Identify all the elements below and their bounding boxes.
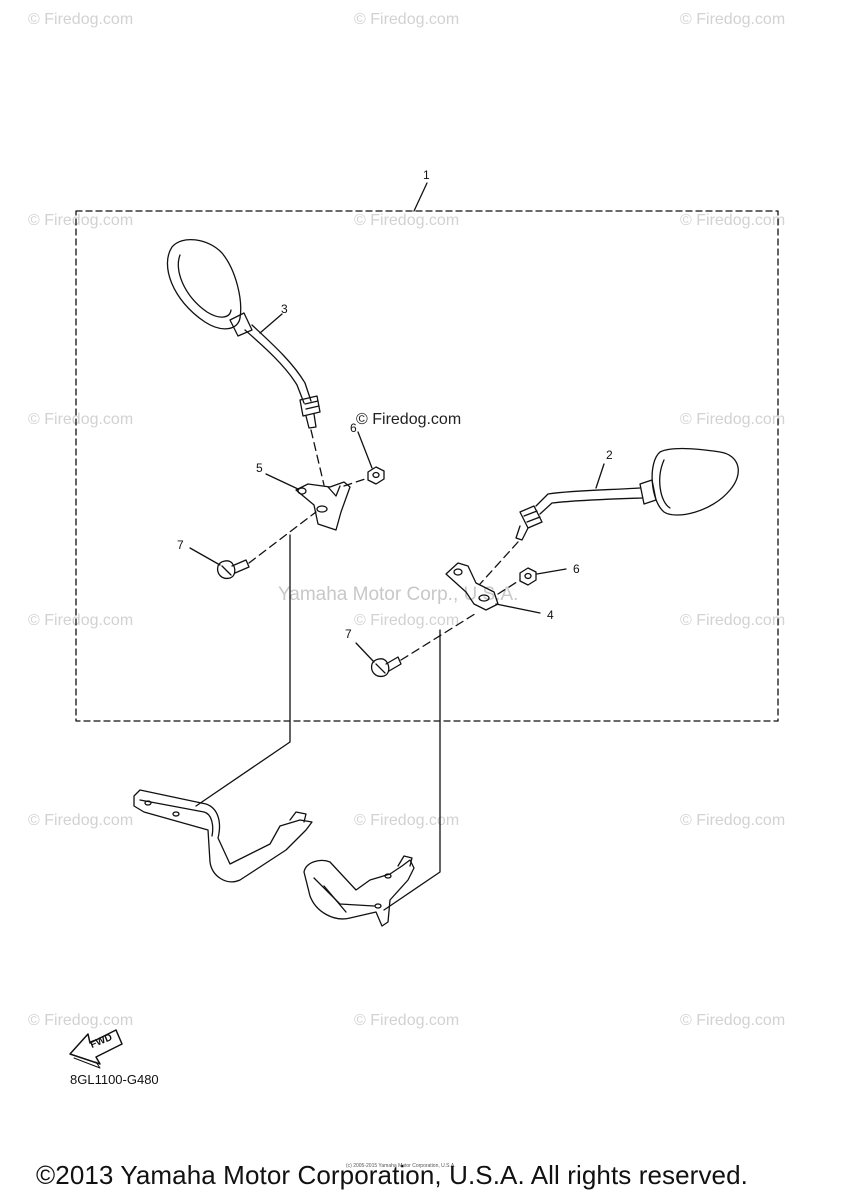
watermark: © Firedog.com [354,812,460,829]
watermark: © Firedog.com [28,812,134,829]
watermark: © Firedog.com [28,612,134,629]
tie-line-right [383,629,441,911]
watermark: © Firedog.com [354,1012,460,1029]
callout-7-left: 7 [177,538,184,552]
watermark: © Firedog.com [680,812,786,829]
leader-line-dash-right-nut [497,579,521,595]
callout-3: 3 [281,302,288,316]
assembly-boundary [75,210,779,722]
watermark: © Firedog.com [28,1012,134,1029]
right-nut [519,567,567,586]
fine-print: (c) 2005-2015 Yamaha Motor Corporation, … [346,1163,456,1169]
leader-line-1 [413,182,428,212]
callout-6-right: 6 [573,562,580,576]
watermark: © Firedog.com [28,411,134,428]
left-nut [357,431,385,485]
left-bolt [189,547,250,580]
copyright-notice: ©2013 Yamaha Motor Corporation, U.S.A. A… [36,1160,748,1190]
part-code: 8GL1100-G480 [70,1072,159,1087]
left-bracket [265,473,351,531]
leader-line-dash-left-nut [343,477,369,487]
tie-line-left [195,534,291,807]
callout-5: 5 [256,461,263,475]
callout-1: 1 [423,168,430,182]
watermark: © Firedog.com [680,612,786,629]
callout-7-right: 7 [345,627,352,641]
watermark: © Firedog.com [28,212,134,229]
callout-4: 4 [547,608,554,622]
watermark: © Firedog.com [680,411,786,428]
watermark: © Firedog.com [28,11,134,28]
watermark: © Firedog.com [680,11,786,28]
forward-arrow [69,1029,123,1069]
watermark: © Firedog.com [354,11,460,28]
watermark: © Firedog.com [680,1012,786,1029]
right-handlebar [303,855,415,927]
leader-line-dash-2 [479,541,519,585]
left-mirror [166,239,321,429]
inner-watermark: © Firedog.com [356,411,462,428]
watermark: © Firedog.com [680,212,786,229]
right-bolt [355,642,402,678]
left-handlebar [133,789,313,883]
watermark: © Firedog.com [354,212,460,229]
leader-line-dash-left-bolt [248,511,317,564]
callout-6-left: 6 [350,421,357,435]
center-watermark: Yamaha Motor Corp., U.S.A. [278,584,519,605]
watermark: © Firedog.com [354,612,460,629]
leader-line-dash-3 [310,429,325,486]
right-bracket [445,562,541,614]
right-mirror [515,447,739,541]
callout-2: 2 [606,448,613,462]
